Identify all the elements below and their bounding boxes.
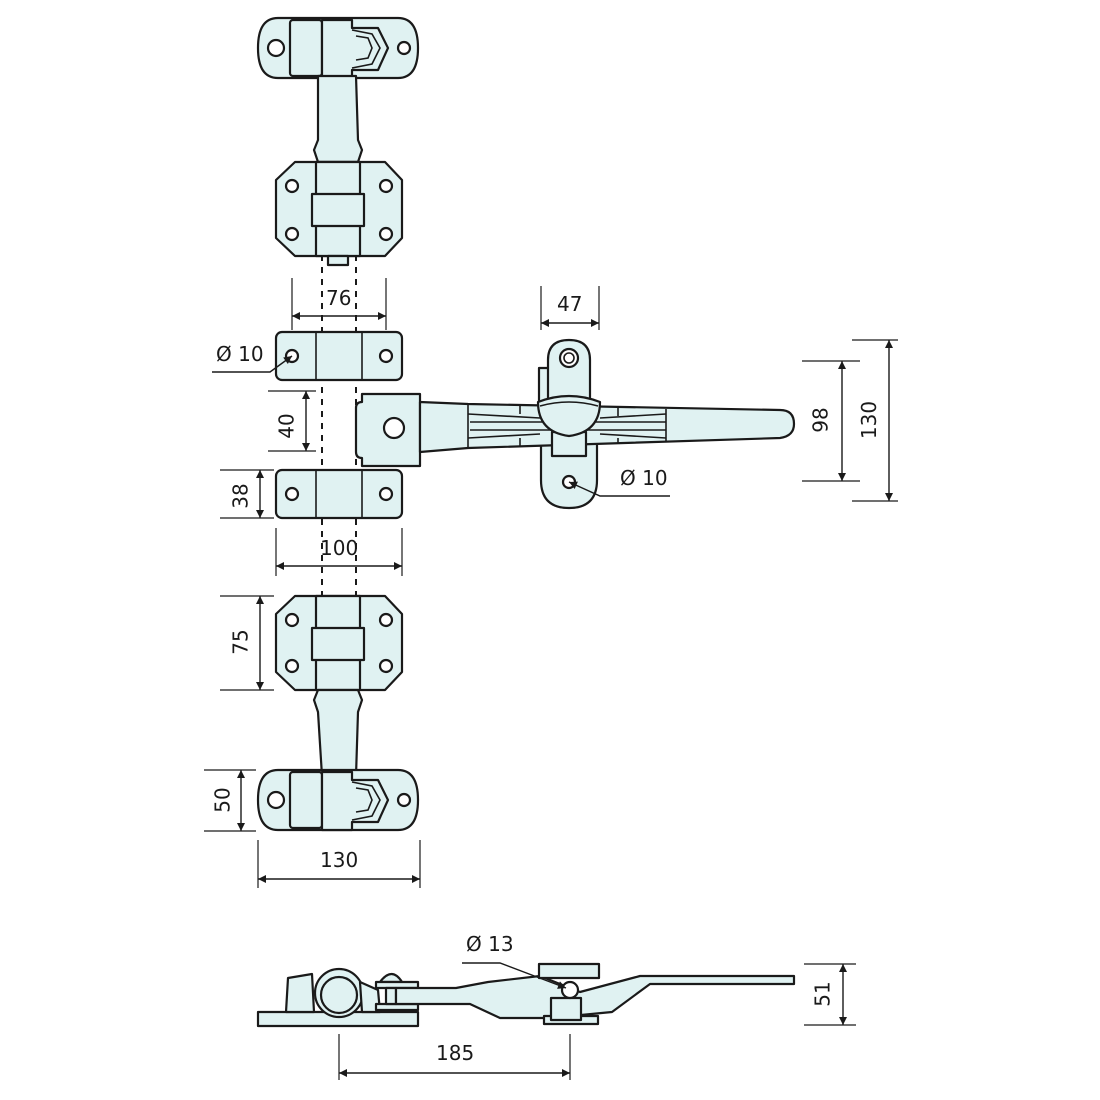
dim-label-side-offset: 185 (436, 1041, 475, 1065)
dim-label-handle-hole-dia: Ø 10 (620, 466, 668, 490)
dimension-lines (204, 278, 898, 1080)
dim-label-hinge-height: 75 (228, 629, 253, 655)
dim-label-cam-height: 50 (210, 787, 235, 813)
dim-label-guide-hole-dia: Ø 10 (216, 342, 264, 366)
bottom-cam-keeper (256, 688, 420, 832)
dim-label-guide-length: 100 (320, 536, 359, 560)
dim-label-handle-outer-height: 130 (857, 400, 882, 440)
side-view (256, 962, 796, 1028)
dim-label-guide-gap: 40 (274, 413, 299, 439)
bottom-rod-bracket (274, 594, 404, 692)
dim-label-handle-hub-width: 47 (557, 292, 583, 316)
dim-label-keeper-width: 76 (326, 286, 352, 310)
dim-label-cam-width: 130 (320, 848, 359, 872)
top-rod-bracket (274, 160, 404, 267)
lower-rod-guide (274, 468, 404, 520)
upper-rod-guide (274, 330, 404, 382)
top-cam-keeper (256, 16, 420, 164)
dim-label-side-pin-dia: Ø 13 (466, 932, 514, 956)
handle (354, 338, 796, 510)
dim-label-side-height: 51 (810, 981, 835, 1007)
dim-label-guide-height: 38 (228, 483, 253, 509)
dim-label-handle-inner-height: 98 (808, 407, 833, 433)
